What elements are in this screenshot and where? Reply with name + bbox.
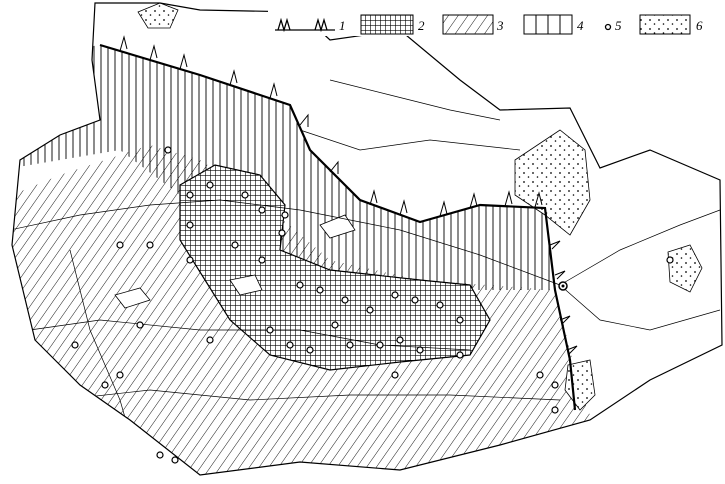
settlement-point: [136, 321, 144, 329]
settlement-point: [456, 351, 464, 359]
region-dots-north: [137, 3, 179, 29]
legend-item-4: 4: [523, 14, 584, 35]
settlement-point: [376, 341, 384, 349]
settlement-point: [296, 281, 304, 289]
settlement-point: [551, 381, 559, 389]
settlement-point: [71, 341, 79, 349]
map-regions: [12, 3, 721, 475]
settlement-point: [231, 241, 239, 249]
settlement-point: [411, 296, 419, 304]
region-crosshatch: [179, 164, 491, 371]
settlement-point: [536, 371, 544, 379]
legend-label-2: 2: [418, 18, 425, 33]
legend-label-4: 4: [577, 18, 584, 33]
settlement-point: [366, 306, 374, 314]
settlement-point: [281, 211, 289, 219]
settlement-point: [396, 336, 404, 344]
lake: [114, 287, 151, 309]
legend-label-5: 5: [615, 18, 622, 33]
settlement-point: [101, 381, 109, 389]
region-dots-east: [514, 129, 591, 236]
settlement-point: [286, 341, 294, 349]
settlement-point: [666, 256, 674, 264]
settlement-point: [551, 406, 559, 414]
settlement-point: [116, 371, 124, 379]
settlement-point: [164, 146, 172, 154]
settlement-point: [258, 256, 266, 264]
region-dots-far-east: [667, 244, 703, 293]
settlement-point: [436, 301, 444, 309]
settlement-point: [146, 241, 154, 249]
settlement-point: [306, 346, 314, 354]
legend-item-6: 6: [639, 14, 703, 35]
settlement-point: [156, 451, 164, 459]
legend-item-2: 2: [360, 14, 425, 35]
lake: [229, 274, 263, 296]
settlement-point: [391, 371, 399, 379]
legend-label-6: 6: [696, 18, 703, 33]
settlement-point: [316, 286, 324, 294]
legend-item-5: 5: [604, 18, 622, 33]
settlement-point: [456, 316, 464, 324]
settlement-point: [116, 241, 124, 249]
settlement-point: [331, 321, 339, 329]
settlement-point: [346, 341, 354, 349]
settlement-point: [186, 221, 194, 229]
legend-item-3: 3: [442, 14, 504, 35]
settlement-point: [171, 456, 179, 464]
settlement-point: [416, 346, 424, 354]
lake: [319, 214, 356, 239]
region-dots-southeast: [564, 359, 596, 411]
legend: 1 2 3 4 5 6: [268, 8, 703, 36]
settlement-point: [241, 191, 249, 199]
city-marker-dot: [561, 284, 565, 288]
settlement-point: [206, 181, 214, 189]
settlement-point: [206, 336, 214, 344]
settlement-points: [71, 146, 674, 464]
settlement-point: [341, 296, 349, 304]
toothed-boundary: [99, 35, 578, 411]
region-vertical-hatch: [12, 45, 555, 290]
settlement-point: [186, 256, 194, 264]
settlement-point: [266, 326, 274, 334]
rivers: [12, 79, 721, 471]
settlement-point: [258, 206, 266, 214]
settlement-point: [391, 291, 399, 299]
settlement-point: [278, 229, 286, 237]
legend-label-1: 1: [339, 18, 346, 33]
legend-item-1: 1: [275, 17, 346, 33]
settlement-point: [186, 191, 194, 199]
legend-label-3: 3: [496, 18, 504, 33]
